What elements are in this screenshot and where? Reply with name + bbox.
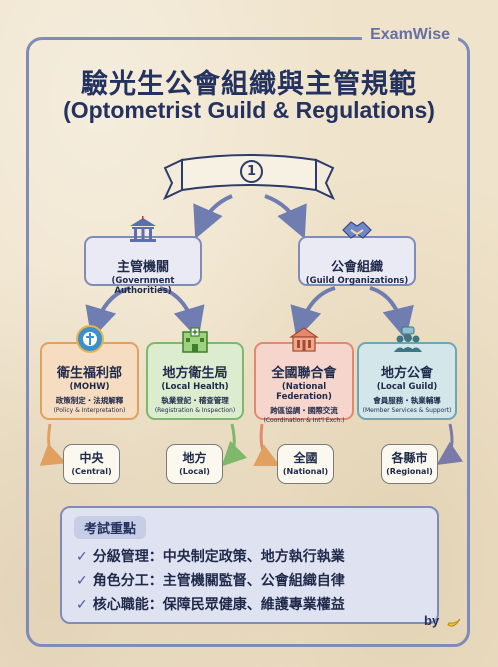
node-label-en: (Local)	[179, 467, 210, 476]
node-label: 各縣市	[391, 451, 428, 465]
node-national: 全國 (National)	[277, 444, 334, 484]
mohw-emblem-icon	[76, 325, 104, 353]
page-title: 驗光生公會組織與主管規範	[81, 69, 417, 100]
node-central: 中央 (Central)	[63, 444, 120, 484]
key-points-heading: 考試重點	[74, 516, 147, 539]
node-description: 政策制定・法規解釋	[55, 396, 124, 405]
ribbon-number: 1	[240, 160, 263, 183]
node-local-health: 地方衛生局 (Local Health) 執業登記・稽查管理 (Registra…	[146, 342, 244, 420]
node-label-en: (Regional)	[386, 467, 433, 476]
node-label: 中央	[79, 451, 104, 465]
node-description: 執業登記・稽查管理	[161, 396, 229, 405]
node-description: 跨區協調・國際交流	[270, 406, 338, 415]
brand-logo: ExamWise	[362, 26, 458, 44]
node-label-en: (Local Health)	[161, 382, 229, 392]
node-local: 地方 (Local)	[166, 444, 223, 484]
node-label: 地方	[182, 451, 207, 465]
government-building-icon	[130, 216, 156, 242]
banana-logo-icon	[447, 618, 461, 627]
node-label: 地方公會	[380, 366, 433, 381]
ribbon-banner	[162, 154, 336, 201]
key-point-text: 核心職能：保障民眾健康、維護專業權益	[92, 597, 345, 613]
key-point-item: ✓分級管理：中央制定政策、地方執行執業	[76, 546, 345, 566]
node-description-en: (Member Services & Support)	[362, 407, 452, 414]
key-point-text: 角色分工：主管機關監督、公會組織自律	[92, 573, 345, 589]
node-label-en: (Guild Organizations)	[305, 276, 409, 286]
checkmark-icon: ✓	[76, 597, 88, 613]
checkmark-icon: ✓	[76, 549, 88, 565]
page-frame	[26, 37, 470, 647]
handshake-icon	[342, 221, 372, 239]
node-guild-organizations: 公會組織 (Guild Organizations)	[298, 236, 416, 286]
byline-text: by	[424, 613, 440, 628]
node-label: 主管機關	[116, 260, 169, 275]
node-label: 公會組織	[330, 260, 383, 275]
people-group-icon	[394, 326, 422, 352]
node-label-en: (Local Guild)	[376, 382, 438, 392]
key-point-item: ✓核心職能：保障民眾健康、維護專業權益	[76, 594, 345, 614]
hospital-icon	[182, 327, 208, 353]
node-label: 全國	[293, 451, 318, 465]
node-regional: 各縣市 (Regional)	[381, 444, 438, 484]
checkmark-icon: ✓	[76, 573, 88, 589]
node-label: 全國聯合會	[271, 366, 337, 381]
node-label-en: (National Federation)	[276, 382, 332, 402]
node-label-en: (MOHW)	[69, 382, 110, 392]
node-local-guild: 地方公會 (Local Guild) 會員服務・執業輔導 (Member Ser…	[357, 342, 457, 420]
node-government-authorities: 主管機關 (Government Authorities)	[84, 236, 202, 296]
node-description: 會員服務・執業輔導	[373, 396, 441, 405]
node-description-en: (Policy & Interpretation)	[53, 407, 126, 414]
key-point-text: 分級管理：中央制定政策、地方執行執業	[92, 549, 345, 565]
byline: by	[424, 613, 462, 629]
page-subtitle: (Optometrist Guild & Regulations)	[63, 97, 435, 123]
node-description-en: (Coordination & Int'l Exch.)	[263, 417, 345, 424]
node-label: 衛生福利部	[56, 366, 122, 381]
node-label-en: (National)	[282, 467, 329, 476]
federation-building-icon	[289, 327, 319, 352]
key-points-panel: 考試重點 ✓分級管理：中央制定政策、地方執行執業 ✓角色分工：主管機關監督、公會…	[60, 506, 439, 624]
node-label: 地方衛生局	[162, 366, 228, 381]
node-label-en: (Government Authorities)	[111, 276, 175, 296]
node-label-en: (Central)	[71, 467, 112, 476]
key-point-item: ✓角色分工：主管機關監督、公會組織自律	[76, 570, 345, 590]
node-description-en: (Registration & Inspection)	[154, 407, 236, 414]
node-national-federation: 全國聯合會 (National Federation) 跨區協調・國際交流 (C…	[254, 342, 354, 424]
node-mohw: 衛生福利部 (MOHW) 政策制定・法規解釋 (Policy & Interpr…	[40, 342, 139, 420]
